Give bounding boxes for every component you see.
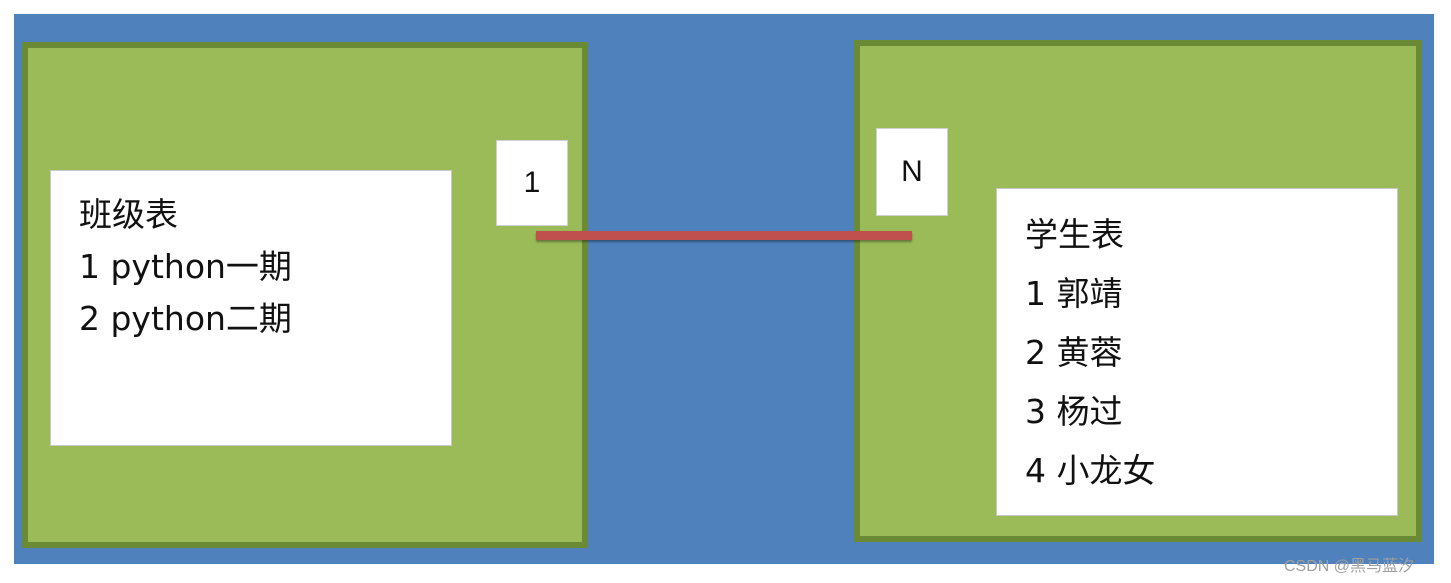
many-cardinality-label: N [876,128,948,216]
class-table-row: 2 python二期 [79,299,292,338]
student-table-row: 4 小龙女 [1025,451,1156,490]
one-to-many-relation-line [536,231,912,240]
student-table-title: 学生表 [1025,215,1124,254]
csdn-watermark: CSDN @黑马蓝汐 [1284,558,1415,575]
one-cardinality-label: 1 [496,140,568,226]
student-table-row: 3 杨过 [1025,392,1123,431]
class-table-title: 班级表 [79,195,178,234]
student-table-row: 1 郭靖 [1025,274,1123,313]
class-table-card: 班级表 1 python一期 2 python二期 [50,170,452,446]
student-table-row: 2 黄蓉 [1025,333,1123,372]
student-table-card: 学生表 1 郭靖 2 黄蓉 3 杨过 4 小龙女 [996,188,1398,516]
class-table-row: 1 python一期 [79,247,292,286]
diagram-canvas: 班级表 1 python一期 2 python二期 学生表 1 郭靖 2 黄蓉 … [14,14,1434,564]
